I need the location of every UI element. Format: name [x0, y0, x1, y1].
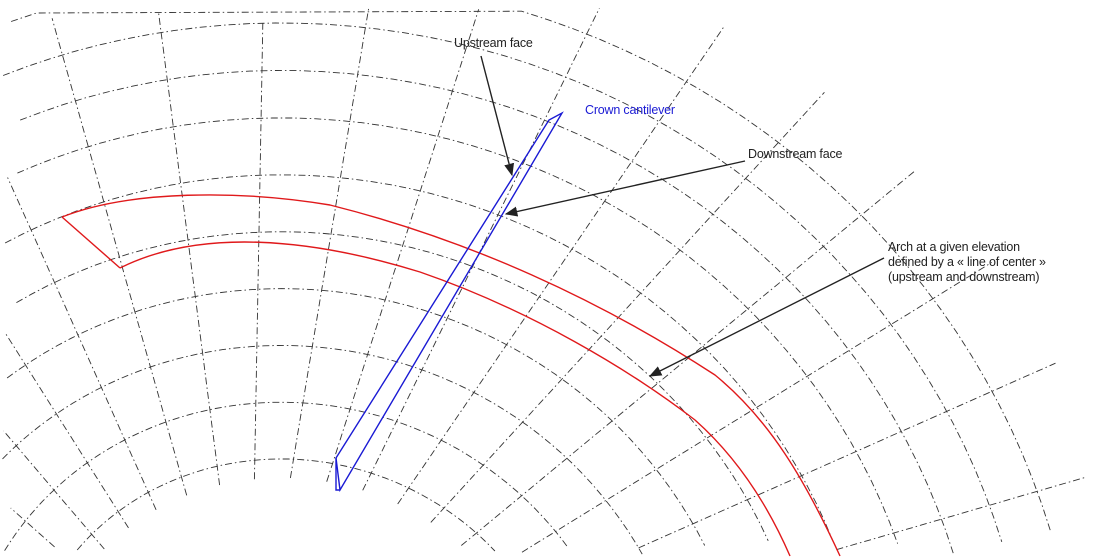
arch-label-line-1: Arch at a given elevation [888, 240, 1020, 254]
mesh-radial-line [7, 177, 157, 510]
mesh-arch-line [4, 174, 834, 541]
mesh-radial-line [4, 332, 129, 529]
arch-upstream-line [61, 194, 841, 557]
mesh-radial-line [397, 25, 725, 505]
arch-outline [61, 194, 841, 557]
mesh-radial-line [521, 262, 992, 553]
arrow-upstream-face [480, 55, 515, 177]
dam-wireframe-mesh [2, 8, 1086, 555]
mesh-radial-line [836, 477, 1086, 551]
mesh-radial-line [158, 13, 221, 486]
mesh-arch-line [2, 22, 1003, 543]
arch-label-line-2: defined by a « line of center » [888, 255, 1046, 269]
arch-downstream-line [119, 241, 791, 557]
mesh-radial-line [3, 430, 105, 550]
mesh-radial-line [362, 8, 600, 491]
mesh-radial-line [326, 9, 480, 482]
arrow-downstream-face [504, 160, 746, 217]
mesh-arch-line [4, 401, 568, 551]
mesh-radial-line [51, 18, 188, 496]
mesh-radial-line [638, 362, 1056, 549]
mesh-radial-line [461, 171, 915, 546]
mesh-radial-line [10, 507, 55, 548]
mesh-arch-line [2, 345, 643, 555]
mesh-arch-line [76, 458, 496, 552]
upstream-face-label: Upstream face [454, 36, 533, 50]
arch-description-label: Arch at a given elevation defined by a «… [888, 240, 1046, 285]
crown-cantilever-outline [335, 111, 564, 493]
annotation-arrows [480, 55, 885, 377]
mesh-arch-line [10, 10, 1051, 531]
crown-cantilever-label: Crown cantilever [585, 103, 675, 117]
arrow-arch [648, 257, 885, 377]
arch-end-cap [61, 216, 121, 269]
mesh-arch-line [20, 70, 954, 554]
mesh-radial-line [253, 23, 264, 480]
mesh-arch-line [6, 288, 706, 546]
mesh-arch-line [17, 117, 899, 544]
downstream-face-label: Downstream face [748, 147, 843, 161]
mesh-radial-line [430, 91, 825, 523]
arch-label-line-3: (upstream and downstream) [888, 270, 1040, 284]
mesh-radial-line [289, 8, 370, 479]
